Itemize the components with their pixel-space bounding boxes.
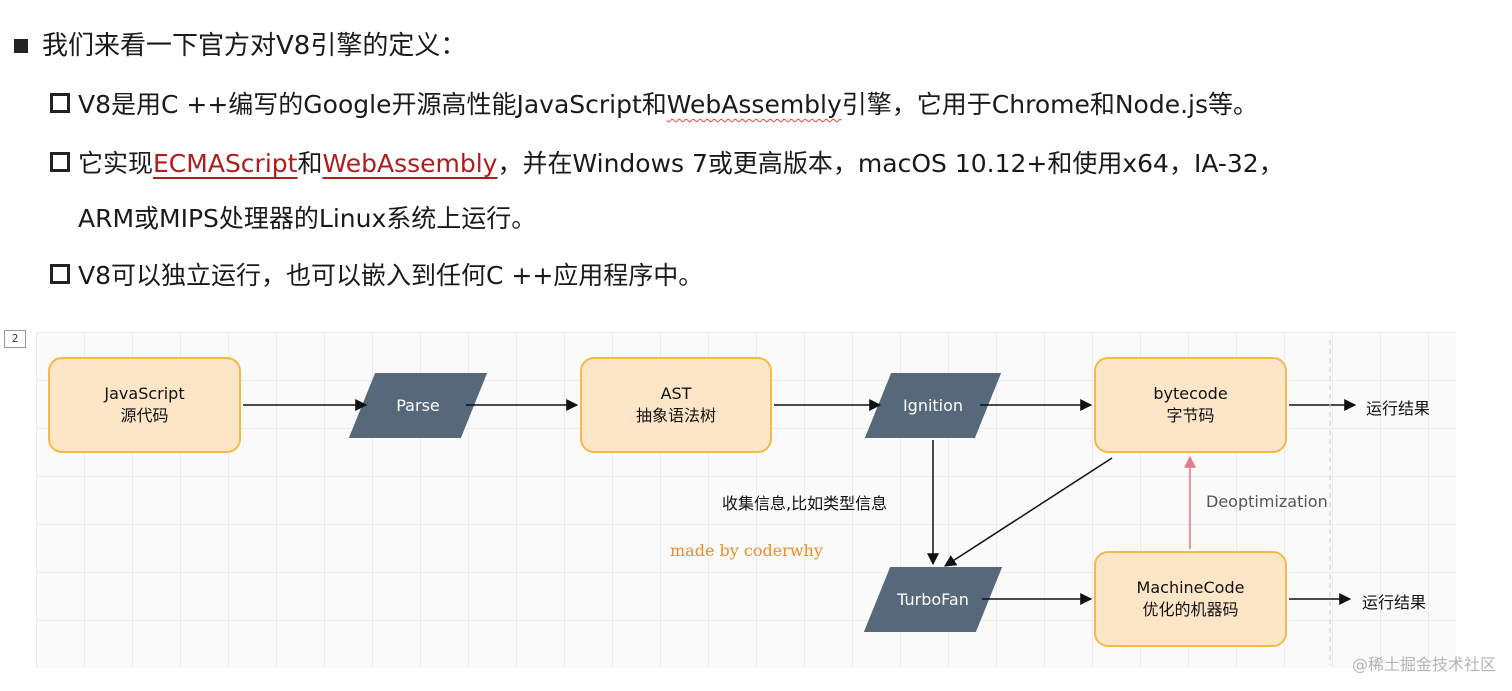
result-bottom-label: 运行结果	[1362, 593, 1427, 612]
collect-info-label: 收集信息,比如类型信息	[722, 494, 888, 513]
bullet-3-text: V8可以独立运行，也可以嵌入到任何C ++应用程序中。	[78, 261, 704, 290]
process-turbofan: TurboFan	[863, 567, 1003, 632]
node-bytecode-line1: bytecode	[1153, 384, 1228, 403]
checkbox-bullet-icon	[50, 152, 70, 172]
node-ast-line1: AST	[660, 384, 692, 403]
site-watermark: @稀土掘金技术社区	[1351, 655, 1496, 674]
bullet-2-part2: 和	[297, 149, 323, 178]
process-turbofan-label: TurboFan	[897, 590, 969, 609]
process-parse: Parse	[348, 373, 488, 438]
process-parse-label: Parse	[396, 396, 440, 415]
bullet-2: 它实现ECMAScript和WebAssembly，并在Windows 7或更高…	[50, 147, 1284, 181]
heading-text: 我们来看一下官方对V8引擎的定义：	[42, 31, 467, 61]
node-machinecode-line1: MachineCode	[1136, 578, 1245, 597]
result-top-label: 运行结果	[1366, 399, 1431, 418]
bullet-2-part1: 它实现	[78, 149, 154, 178]
node-ast: AST 抽象语法树	[580, 357, 772, 453]
bullet-1-webassembly: WebAssembly	[666, 90, 842, 119]
heading-bullet: 我们来看一下官方对V8引擎的定义：	[14, 28, 466, 64]
deoptimization-label: Deoptimization	[1206, 492, 1328, 511]
bullet-1-part2: 引擎，它用于Chrome和Node.js等。	[841, 90, 1259, 119]
node-javascript-line2: 源代码	[120, 406, 169, 425]
credit-watermark: made by coderwhy	[670, 541, 823, 560]
bullet-3: V8可以独立运行，也可以嵌入到任何C ++应用程序中。	[50, 259, 703, 293]
checkbox-bullet-icon	[50, 93, 70, 113]
node-javascript-line1: JavaScript	[104, 384, 185, 403]
process-ignition-label: Ignition	[902, 396, 964, 415]
node-ast-line2: 抽象语法树	[635, 406, 716, 425]
node-bytecode: bytecode 字节码	[1094, 357, 1287, 453]
node-javascript-source: JavaScript 源代码	[48, 357, 241, 453]
ecmascript-link[interactable]: ECMAScript	[153, 149, 298, 178]
bullet-2-continuation: ARM或MIPS处理器的Linux系统上运行。	[78, 204, 537, 233]
square-bullet-icon	[14, 39, 28, 53]
slide-number: 2	[4, 330, 26, 348]
bullet-2-part3: ，并在Windows 7或更高版本，macOS 10.12+和使用x64，IA-…	[497, 149, 1284, 178]
checkbox-bullet-icon	[50, 264, 70, 284]
bullet-1-part1: V8是用C ++编写的Google开源高性能JavaScript和	[78, 90, 667, 119]
definition-text: 我们来看一下官方对V8引擎的定义： V8是用C ++编写的Google开源高性能…	[0, 0, 1512, 310]
process-ignition: Ignition	[864, 373, 1002, 438]
node-machinecode-line2: 优化的机器码	[1142, 600, 1239, 619]
bullet-1: V8是用C ++编写的Google开源高性能JavaScript和WebAsse…	[50, 88, 1258, 122]
node-bytecode-line2: 字节码	[1166, 406, 1215, 425]
webassembly-link[interactable]: WebAssembly	[322, 149, 498, 178]
node-machinecode: MachineCode 优化的机器码	[1094, 551, 1287, 647]
